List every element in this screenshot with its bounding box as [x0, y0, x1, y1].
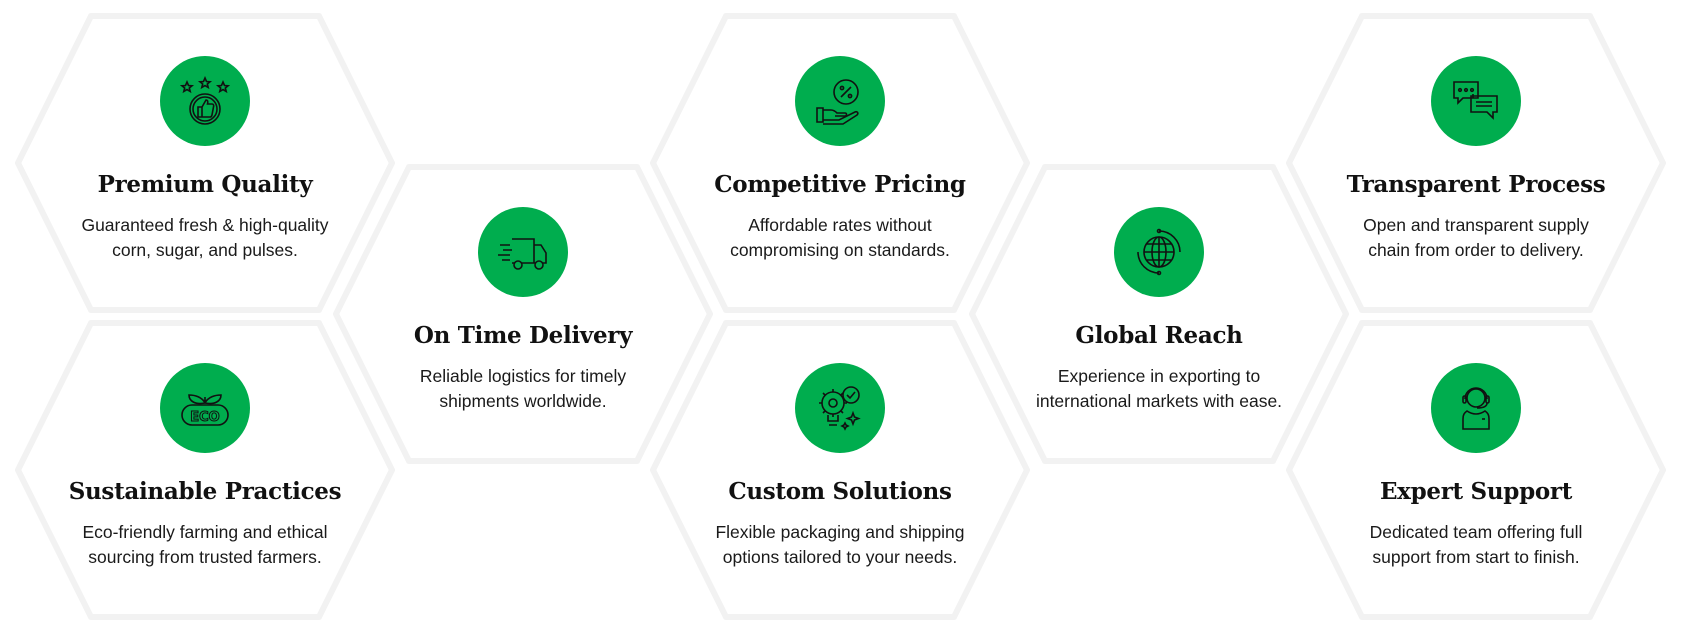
feature-description-line: support from start to finish.	[1372, 547, 1580, 567]
feature-description-line: Flexible packaging and shipping	[715, 522, 965, 542]
feature-card-custom-solutions: Custom Solutions Flexible packaging and …	[650, 320, 1030, 620]
feature-title: Premium Quality	[97, 171, 313, 198]
feature-card-transparent-process: Transparent Process Open and transparent…	[1286, 13, 1666, 313]
feature-card-premium-quality: Premium Quality Guaranteed fresh & high-…	[15, 13, 395, 313]
icon-circle	[1431, 363, 1521, 453]
hexagon-shape	[650, 320, 1030, 620]
feature-description-line: corn, sugar, and pulses.	[112, 240, 298, 260]
hexagon-shape	[1286, 13, 1666, 313]
gear-bulb-check-icon	[819, 386, 861, 431]
feature-card-competitive-pricing: Competitive Pricing Affordable rates wit…	[650, 13, 1030, 313]
headset-agent-icon	[1462, 387, 1490, 430]
hexagon-shape	[650, 13, 1030, 313]
icon-circle	[160, 56, 250, 146]
hexagon-shape	[333, 164, 713, 464]
feature-description-line: Dedicated team offering full	[1369, 522, 1583, 542]
feature-description-line: Experience in exporting to	[1057, 366, 1261, 386]
feature-description-line: Guaranteed fresh & high-quality	[81, 215, 329, 235]
hexagon-shape	[15, 13, 395, 313]
icon-circle: ECO	[160, 363, 250, 453]
feature-title: Sustainable Practices	[68, 478, 342, 505]
feature-description: Experience in exporting to international …	[1009, 364, 1309, 414]
feature-description: Affordable rates without compromising on …	[690, 213, 990, 263]
feature-description: Flexible packaging and shipping options t…	[690, 520, 990, 570]
hexagon-shape	[15, 320, 395, 620]
feature-card-expert-support: Expert Support Dedicated team offering f…	[1286, 320, 1666, 620]
feature-description-line: shipments worldwide.	[439, 391, 607, 411]
svg-text:ECO: ECO	[190, 410, 219, 425]
feature-description: Open and transparent supply chain from or…	[1326, 213, 1626, 263]
feature-card-sustainable-practices: ECO Sustainable Practices Eco-friendly f…	[15, 320, 395, 620]
icon-circle	[1431, 56, 1521, 146]
icon-circle	[795, 363, 885, 453]
feature-description: Reliable logistics for timely shipments w…	[373, 364, 673, 414]
hexagon-shape	[1286, 320, 1666, 620]
feature-description-line: Eco-friendly farming and ethical	[82, 522, 328, 542]
feature-description: Dedicated team offering full support from…	[1326, 520, 1626, 570]
feature-description-line: options tailored to your needs.	[722, 547, 958, 567]
feature-title: On Time Delivery	[413, 322, 633, 349]
thumbs-up-stars-icon	[180, 76, 230, 125]
feature-card-global-reach: Global Reach Experience in exporting to i…	[969, 164, 1349, 464]
feature-description: Guaranteed fresh & high-quality corn, sug…	[55, 213, 355, 263]
icon-circle	[478, 207, 568, 297]
delivery-truck-icon	[498, 238, 547, 270]
globe-icon	[1137, 228, 1181, 276]
feature-title: Transparent Process	[1346, 171, 1606, 198]
feature-description-line: chain from order to delivery.	[1368, 240, 1584, 260]
hexagon-shape	[969, 164, 1349, 464]
feature-card-on-time-delivery: On Time Delivery Reliable logistics for …	[333, 164, 713, 464]
feature-description-line: Affordable rates without	[748, 215, 932, 235]
feature-title: Custom Solutions	[728, 478, 952, 505]
icon-circle	[1114, 207, 1204, 297]
feature-title: Expert Support	[1379, 478, 1573, 505]
hand-discount-icon	[816, 79, 859, 125]
feature-description-line: sourcing from trusted farmers.	[88, 547, 322, 567]
icon-circle	[795, 56, 885, 146]
feature-description-line: Open and transparent supply	[1363, 215, 1589, 235]
feature-title: Global Reach	[1075, 322, 1243, 349]
feature-description-line: international markets with ease.	[1035, 391, 1283, 411]
chat-bubbles-icon	[1453, 81, 1498, 120]
feature-description: Eco-friendly farming and ethical sourcing…	[55, 520, 355, 570]
eco-leaf-icon: ECO	[181, 394, 229, 426]
feature-description-line: compromising on standards.	[730, 240, 950, 260]
feature-description-line: Reliable logistics for timely	[419, 366, 627, 386]
feature-title: Competitive Pricing	[714, 171, 966, 198]
